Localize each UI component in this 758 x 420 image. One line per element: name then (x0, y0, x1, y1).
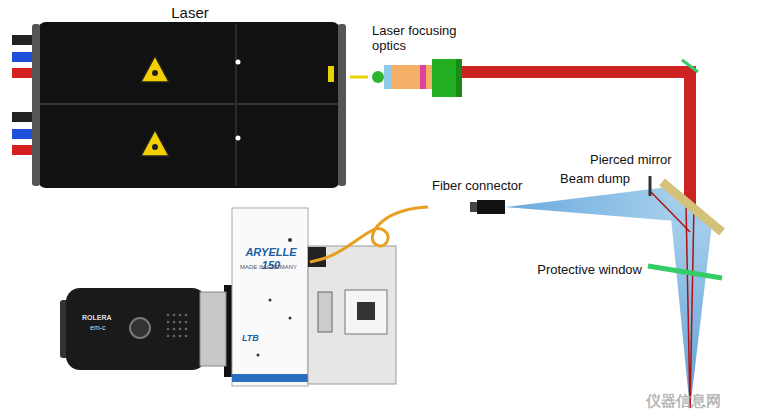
node-text: Laser (171, 4, 209, 21)
laser-housing (12, 22, 346, 188)
laser-box: Laser (30, 2, 350, 190)
spectrometer (224, 208, 396, 386)
node-text: Laser focusing optics (372, 24, 472, 54)
protective-window (648, 266, 722, 278)
camera (60, 288, 226, 370)
watermark: 仪器信息网 (646, 392, 721, 409)
node-text: Fiber connector (432, 179, 522, 194)
part-label: Protective window (520, 263, 642, 278)
node-text: Pierced mirror (590, 153, 672, 168)
laser-beam (476, 72, 690, 148)
beam-dump (649, 176, 652, 196)
camera-brand: ROLERA (82, 314, 112, 322)
maker-mark: MADE IN GERMANY (240, 264, 297, 271)
fiber-connector-box: Fiber connector (428, 174, 540, 220)
brand-logo: LTB (242, 333, 259, 343)
fiber-connector (470, 200, 505, 214)
optical-fiber (310, 207, 428, 262)
mirror-box: Pierced mirror (588, 148, 726, 240)
beam-link (350, 76, 368, 79)
turning-mirror (682, 60, 698, 72)
pierced-mirror (662, 182, 722, 232)
part-label: Beam dump (560, 172, 630, 187)
camera-model: em-c (90, 324, 106, 332)
spectrometer-box: ARYELLE 150 (232, 208, 310, 386)
optics-box: Laser focusing optics (368, 24, 476, 102)
focusing-optics (372, 59, 476, 97)
